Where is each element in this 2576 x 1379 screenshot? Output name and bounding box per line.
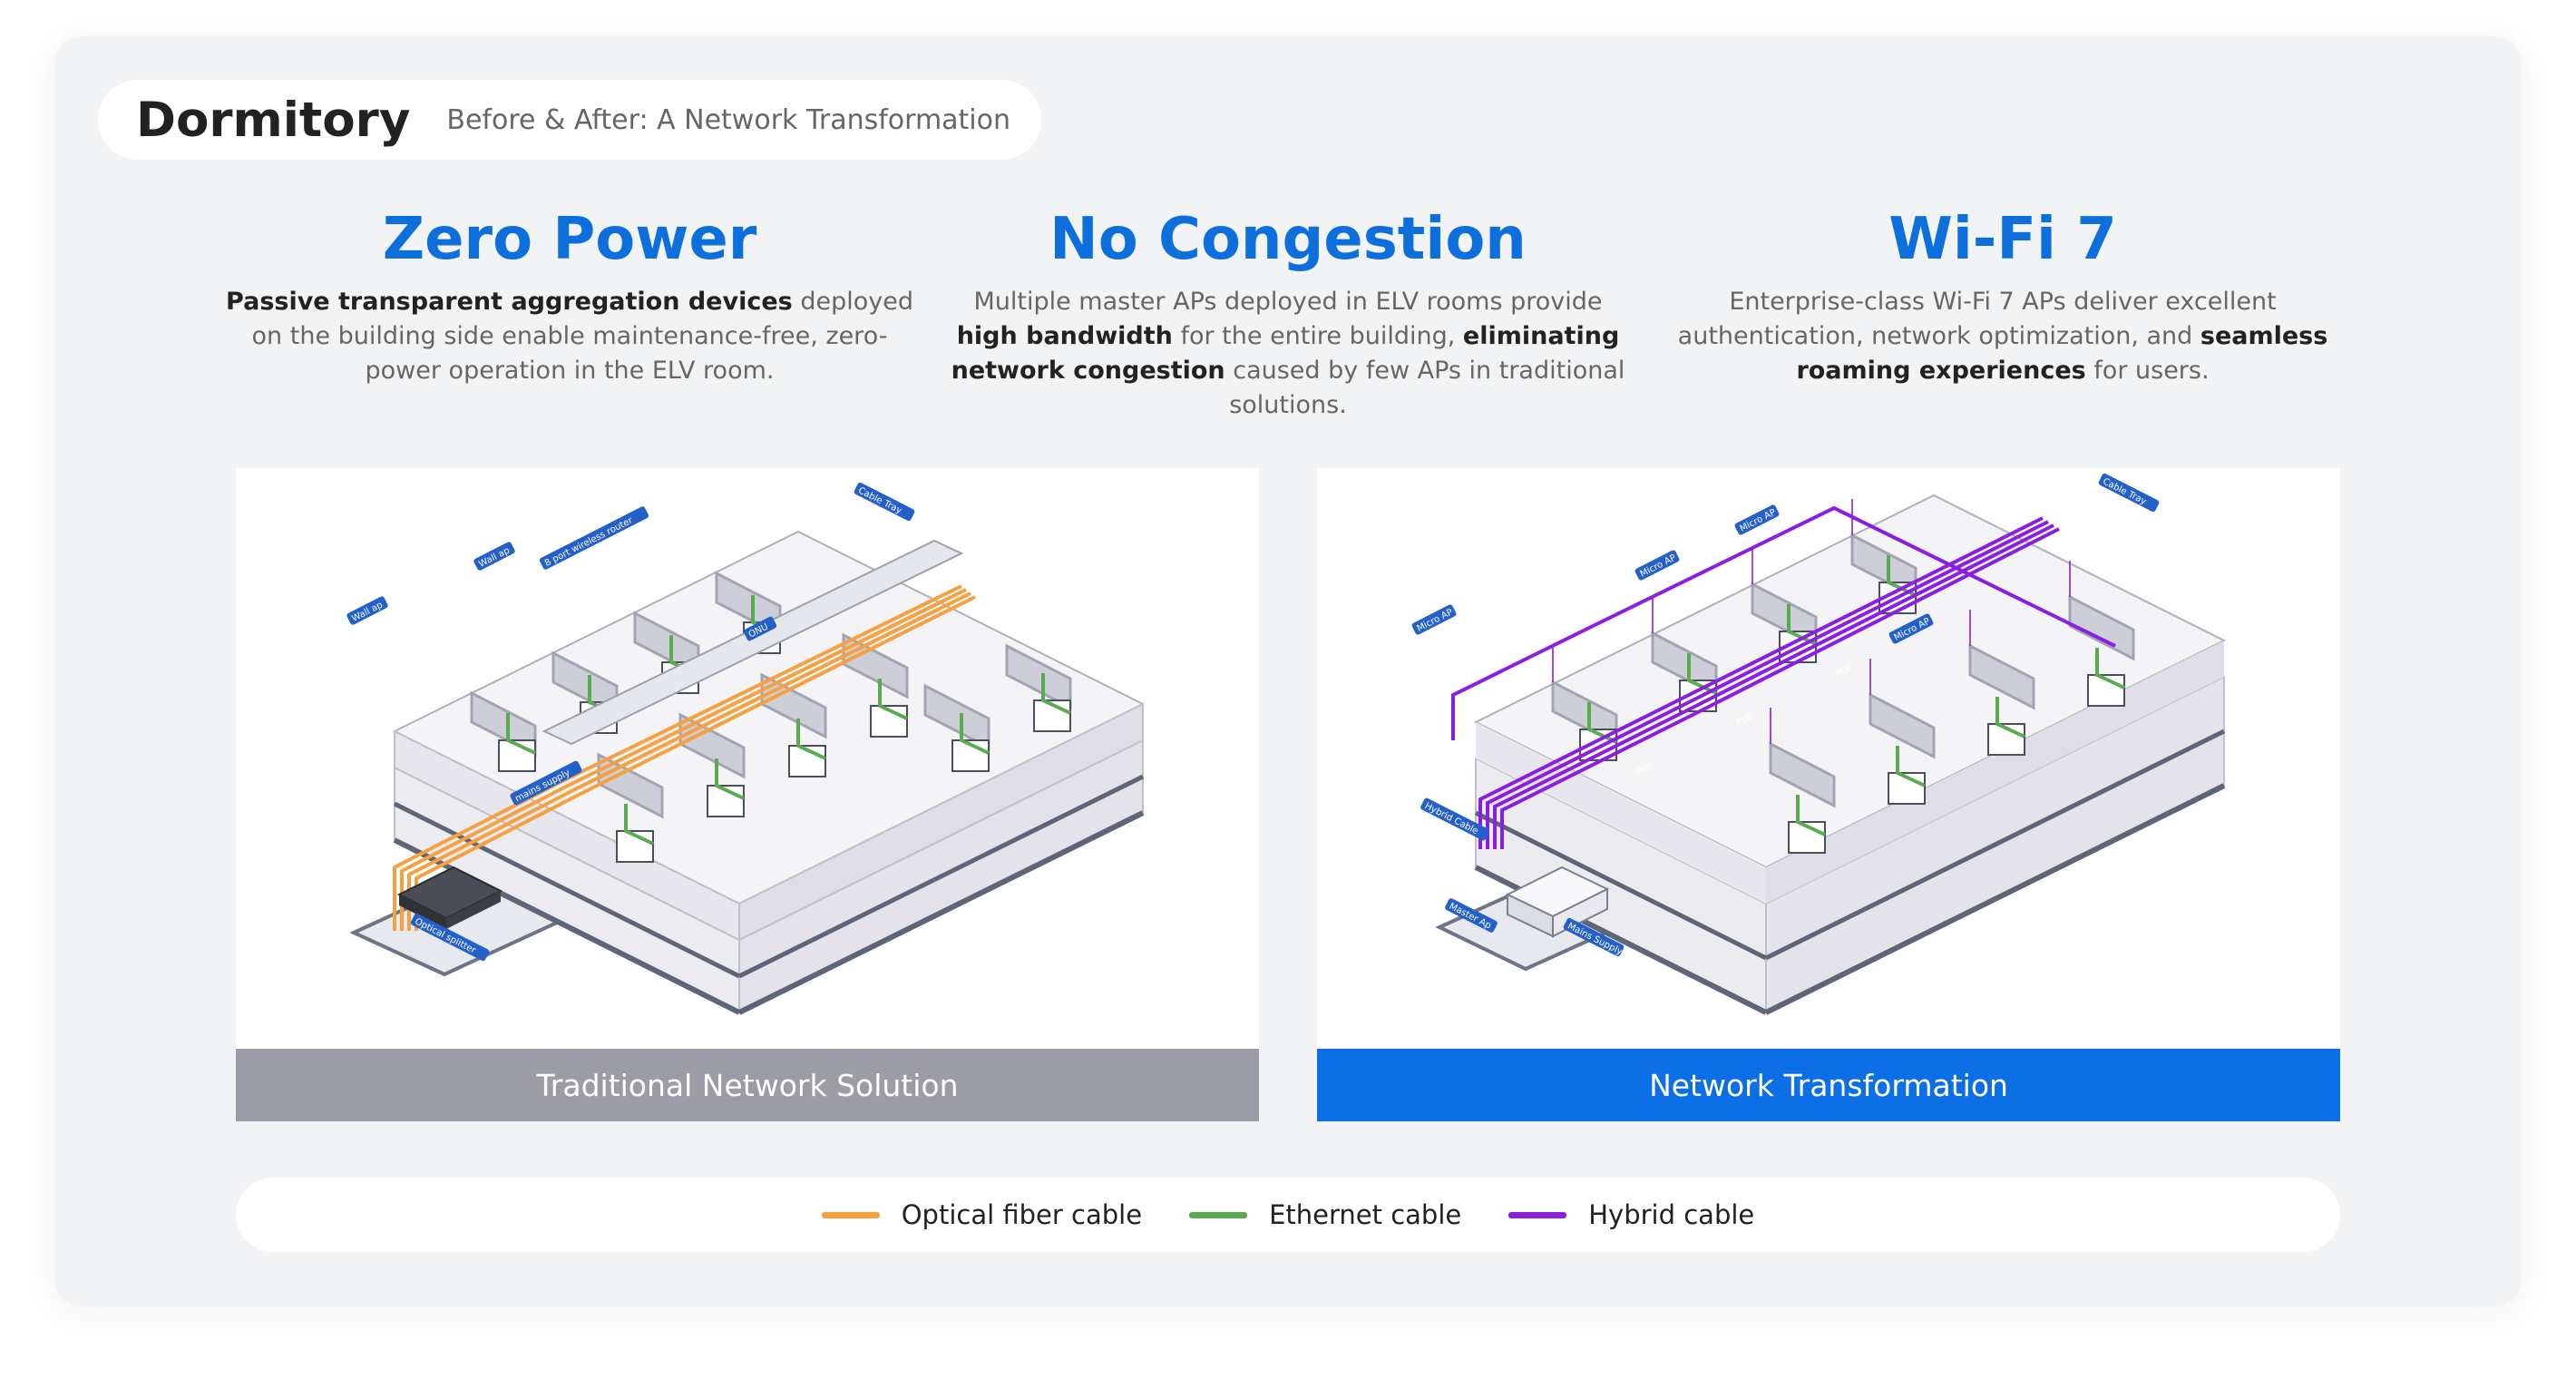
- feature-description: Multiple master APs deployed in ELV room…: [943, 285, 1633, 423]
- page-subtitle: Before & After: A Network Transformation: [446, 103, 1011, 136]
- traditional-network-panel: Wall ap Wall ap 8 port wireless router O…: [236, 468, 1259, 1121]
- traditional-building-illustration: Wall ap Wall ap 8 port wireless router O…: [346, 482, 1146, 1015]
- feature-no-congestion: No Congestion Multiple master APs deploy…: [943, 201, 1633, 423]
- transformation-caption: Network Transformation: [1317, 1049, 2340, 1121]
- feature-text-bold: high bandwidth: [956, 322, 1173, 350]
- legend-item-optical-fiber: Optical fiber cable: [821, 1199, 1143, 1230]
- page-title: Dormitory: [136, 92, 411, 148]
- feature-text: Enterprise-class Wi-Fi 7 APs deliver exc…: [1677, 288, 2277, 350]
- feature-text-bold: eliminating network congestion: [951, 322, 1620, 385]
- title-pill: Dormitory Before & After: A Network Tran…: [98, 80, 1041, 160]
- legend-swatch: [821, 1211, 880, 1218]
- feature-zero-power: Zero Power Passive transparent aggregati…: [225, 201, 914, 388]
- feature-text: deployed on the building side enable mai…: [251, 288, 913, 385]
- transformation-building-illustration: Micro AP Micro AP Micro AP Micro AP POE …: [1411, 473, 2227, 1015]
- legend-label: Ethernet cable: [1269, 1199, 1462, 1230]
- feature-text-bold: seamless roaming experiences: [1796, 322, 2328, 385]
- legend-swatch: [1508, 1211, 1567, 1218]
- feature-text: for the entire building,: [1172, 322, 1463, 350]
- traditional-caption: Traditional Network Solution: [236, 1049, 1259, 1121]
- feature-text: Multiple master APs deployed in ELV room…: [973, 288, 1603, 316]
- tag-hybrid-cable: Hybrid Cable: [1423, 801, 1480, 836]
- feature-text: for users.: [2085, 357, 2210, 385]
- cable-legend: Optical fiber cable Ethernet cable Hybri…: [236, 1178, 2340, 1252]
- legend-label: Optical fiber cable: [901, 1199, 1143, 1230]
- legend-item-ethernet: Ethernet cable: [1189, 1199, 1461, 1230]
- legend-label: Hybrid cable: [1588, 1199, 1755, 1230]
- feature-title: No Congestion: [1049, 206, 1527, 273]
- tag-router: 8 port wireless router: [543, 515, 635, 569]
- feature-title: Zero Power: [382, 206, 757, 273]
- legend-item-hybrid: Hybrid cable: [1508, 1199, 1754, 1230]
- legend-swatch: [1189, 1211, 1248, 1218]
- feature-text-bold: Passive transparent aggregation devices: [226, 288, 793, 316]
- network-transformation-panel: Micro AP Micro AP Micro AP Micro AP POE …: [1317, 468, 2340, 1121]
- feature-wifi-7: Wi-Fi 7 Enterprise-class Wi-Fi 7 APs del…: [1658, 201, 2347, 388]
- feature-text: caused by few APs in traditional solutio…: [1225, 357, 1625, 419]
- feature-description: Enterprise-class Wi-Fi 7 APs deliver exc…: [1658, 285, 2347, 388]
- feature-description: Passive transparent aggregation devices …: [225, 285, 914, 388]
- feature-title: Wi-Fi 7: [1888, 206, 2117, 273]
